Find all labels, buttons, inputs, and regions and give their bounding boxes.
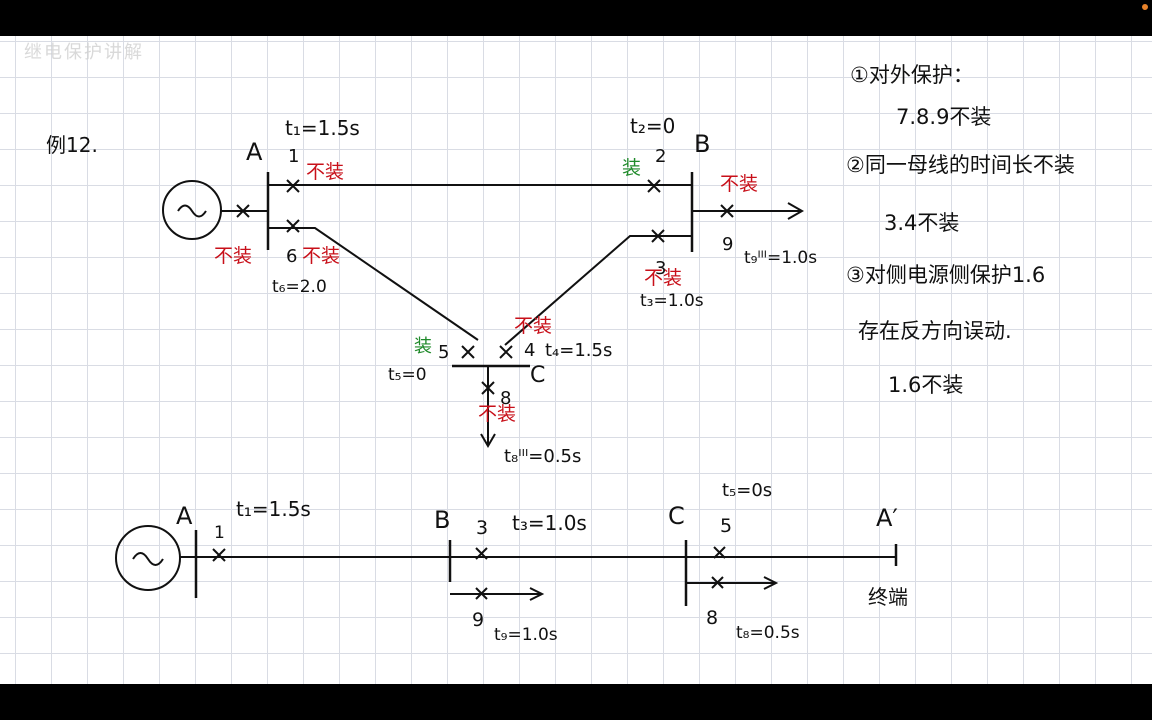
breaker-gen-icon xyxy=(236,204,250,218)
n1-label: 1 xyxy=(288,146,299,167)
t9-label: t₉ᴵᴵᴵ=1.0s xyxy=(744,248,817,268)
bus-c-label: C xyxy=(530,363,545,388)
note-line-2: 7.8.9不装 xyxy=(896,105,991,129)
bottom-bus-a-label: A xyxy=(176,502,193,530)
note-line-7: 1.6不装 xyxy=(888,373,963,397)
bus-b-label: B xyxy=(694,130,710,158)
bottom-bus-c-label: C xyxy=(668,502,685,530)
mark-no-gen: 不装 xyxy=(214,245,252,267)
breaker-marks xyxy=(236,179,734,395)
bottom-load-b-arrow-icon xyxy=(529,587,545,601)
bus-a-label: A xyxy=(246,138,263,166)
bottom-radial-diagram xyxy=(115,525,898,606)
note-line-6: 存在反方向误动. xyxy=(858,319,1012,343)
n6-label: 6 xyxy=(286,246,297,267)
bottom-t5-label: t₅=0s xyxy=(722,480,772,501)
mark-yes-2: 装 xyxy=(622,157,641,179)
bottom-n5-label: 5 xyxy=(720,515,732,537)
mark-no-6: 不装 xyxy=(302,245,340,267)
breaker-1-icon xyxy=(286,179,300,193)
note-line-4: 3.4不装 xyxy=(884,211,959,235)
bottom-diagram-labels: A 1 t₁=1.5s B 3 t₃=1.0s 9 t₉=1.0s C t₅=0… xyxy=(176,480,908,645)
notes-panel: ①对外保护： 7.8.9不装 ②同一母线的时间长不装 3.4不装 ③对侧电源侧保… xyxy=(846,63,1075,397)
mark-no-1: 不装 xyxy=(306,161,344,183)
line-bc xyxy=(504,235,692,346)
bottom-breaker-5-icon xyxy=(713,546,726,559)
example-label: 例12. xyxy=(46,133,98,157)
bottom-breaker-9-icon xyxy=(475,587,488,600)
n2-label: 2 xyxy=(655,146,666,167)
bottom-n9-label: 9 xyxy=(472,609,484,631)
load-b-arrow-icon xyxy=(787,202,805,220)
breaker-9-icon xyxy=(720,204,734,218)
load-c-arrow-icon xyxy=(480,433,496,448)
t2-label: t₂=0 xyxy=(630,114,675,138)
note-line-1: ①对外保护： xyxy=(850,63,974,87)
recording-indicator-icon xyxy=(1142,4,1148,10)
mark-no-3: 不装 xyxy=(644,267,682,289)
n8-label: 8 xyxy=(500,388,511,409)
top-diagram-labels: A B C t₁=1.5s 1 不装 t₂=0 2 装 不装 9 t₉ᴵᴵᴵ=1… xyxy=(214,114,817,467)
top-network-diagram xyxy=(162,172,805,448)
bottom-load-c-arrow-icon xyxy=(763,576,779,590)
mark-no-8: 不装 xyxy=(478,403,516,425)
t8-label: t₈ᴵᴵᴵ=0.5s xyxy=(504,446,581,467)
bottom-bus-a2-label: A′ xyxy=(876,504,898,532)
bottom-generator-sine-icon xyxy=(132,552,164,566)
line-ac xyxy=(268,227,479,341)
breaker-3-icon xyxy=(651,229,665,243)
bottom-t3-label: t₃=1.0s xyxy=(512,511,587,535)
t4-label: t₄=1.5s xyxy=(545,340,612,361)
breaker-8-icon xyxy=(481,381,495,395)
watermark: 继电保护讲解 xyxy=(24,42,144,63)
t6-label: t₆=2.0 xyxy=(272,277,327,297)
n3-label: 3 xyxy=(655,258,666,279)
terminal-label: 终端 xyxy=(868,585,908,609)
mark-yes-5: 装 xyxy=(414,336,432,357)
bottom-t9-label: t₉=1.0s xyxy=(494,625,558,645)
n4-label: 4 xyxy=(524,340,535,361)
bottom-bus-b-label: B xyxy=(434,506,450,534)
breaker-2-icon xyxy=(647,179,661,193)
t1-label: t₁=1.5s xyxy=(285,116,360,140)
mark-no-9: 不装 xyxy=(720,173,758,195)
note-line-3: ②同一母线的时间长不装 xyxy=(846,153,1075,177)
n9-label: 9 xyxy=(722,234,733,255)
n5-label: 5 xyxy=(438,342,449,363)
bottom-t1-label: t₁=1.5s xyxy=(236,497,311,521)
generator-sine-icon xyxy=(177,204,207,218)
grid-paper xyxy=(0,36,1152,684)
breaker-5-icon xyxy=(461,345,475,359)
t5-label: t₅=0 xyxy=(388,365,427,385)
mark-no-4: 不装 xyxy=(514,315,552,337)
bottom-breaker-8-icon xyxy=(711,576,724,589)
video-bottom-bar xyxy=(0,684,1152,720)
breaker-4-icon xyxy=(499,345,513,359)
bottom-n1-label: 1 xyxy=(214,523,225,543)
bottom-breaker-1-icon xyxy=(212,548,226,562)
video-top-bar xyxy=(0,0,1152,36)
bottom-n3-label: 3 xyxy=(476,517,488,539)
breaker-6-icon xyxy=(286,219,300,233)
bottom-n8-label: 8 xyxy=(706,607,718,629)
bottom-t8-label: t₈=0.5s xyxy=(736,623,800,643)
note-line-5: ③对侧电源侧保护1.6 xyxy=(846,263,1045,287)
bottom-breaker-3-icon xyxy=(475,547,488,560)
t3-label: t₃=1.0s xyxy=(640,291,704,311)
